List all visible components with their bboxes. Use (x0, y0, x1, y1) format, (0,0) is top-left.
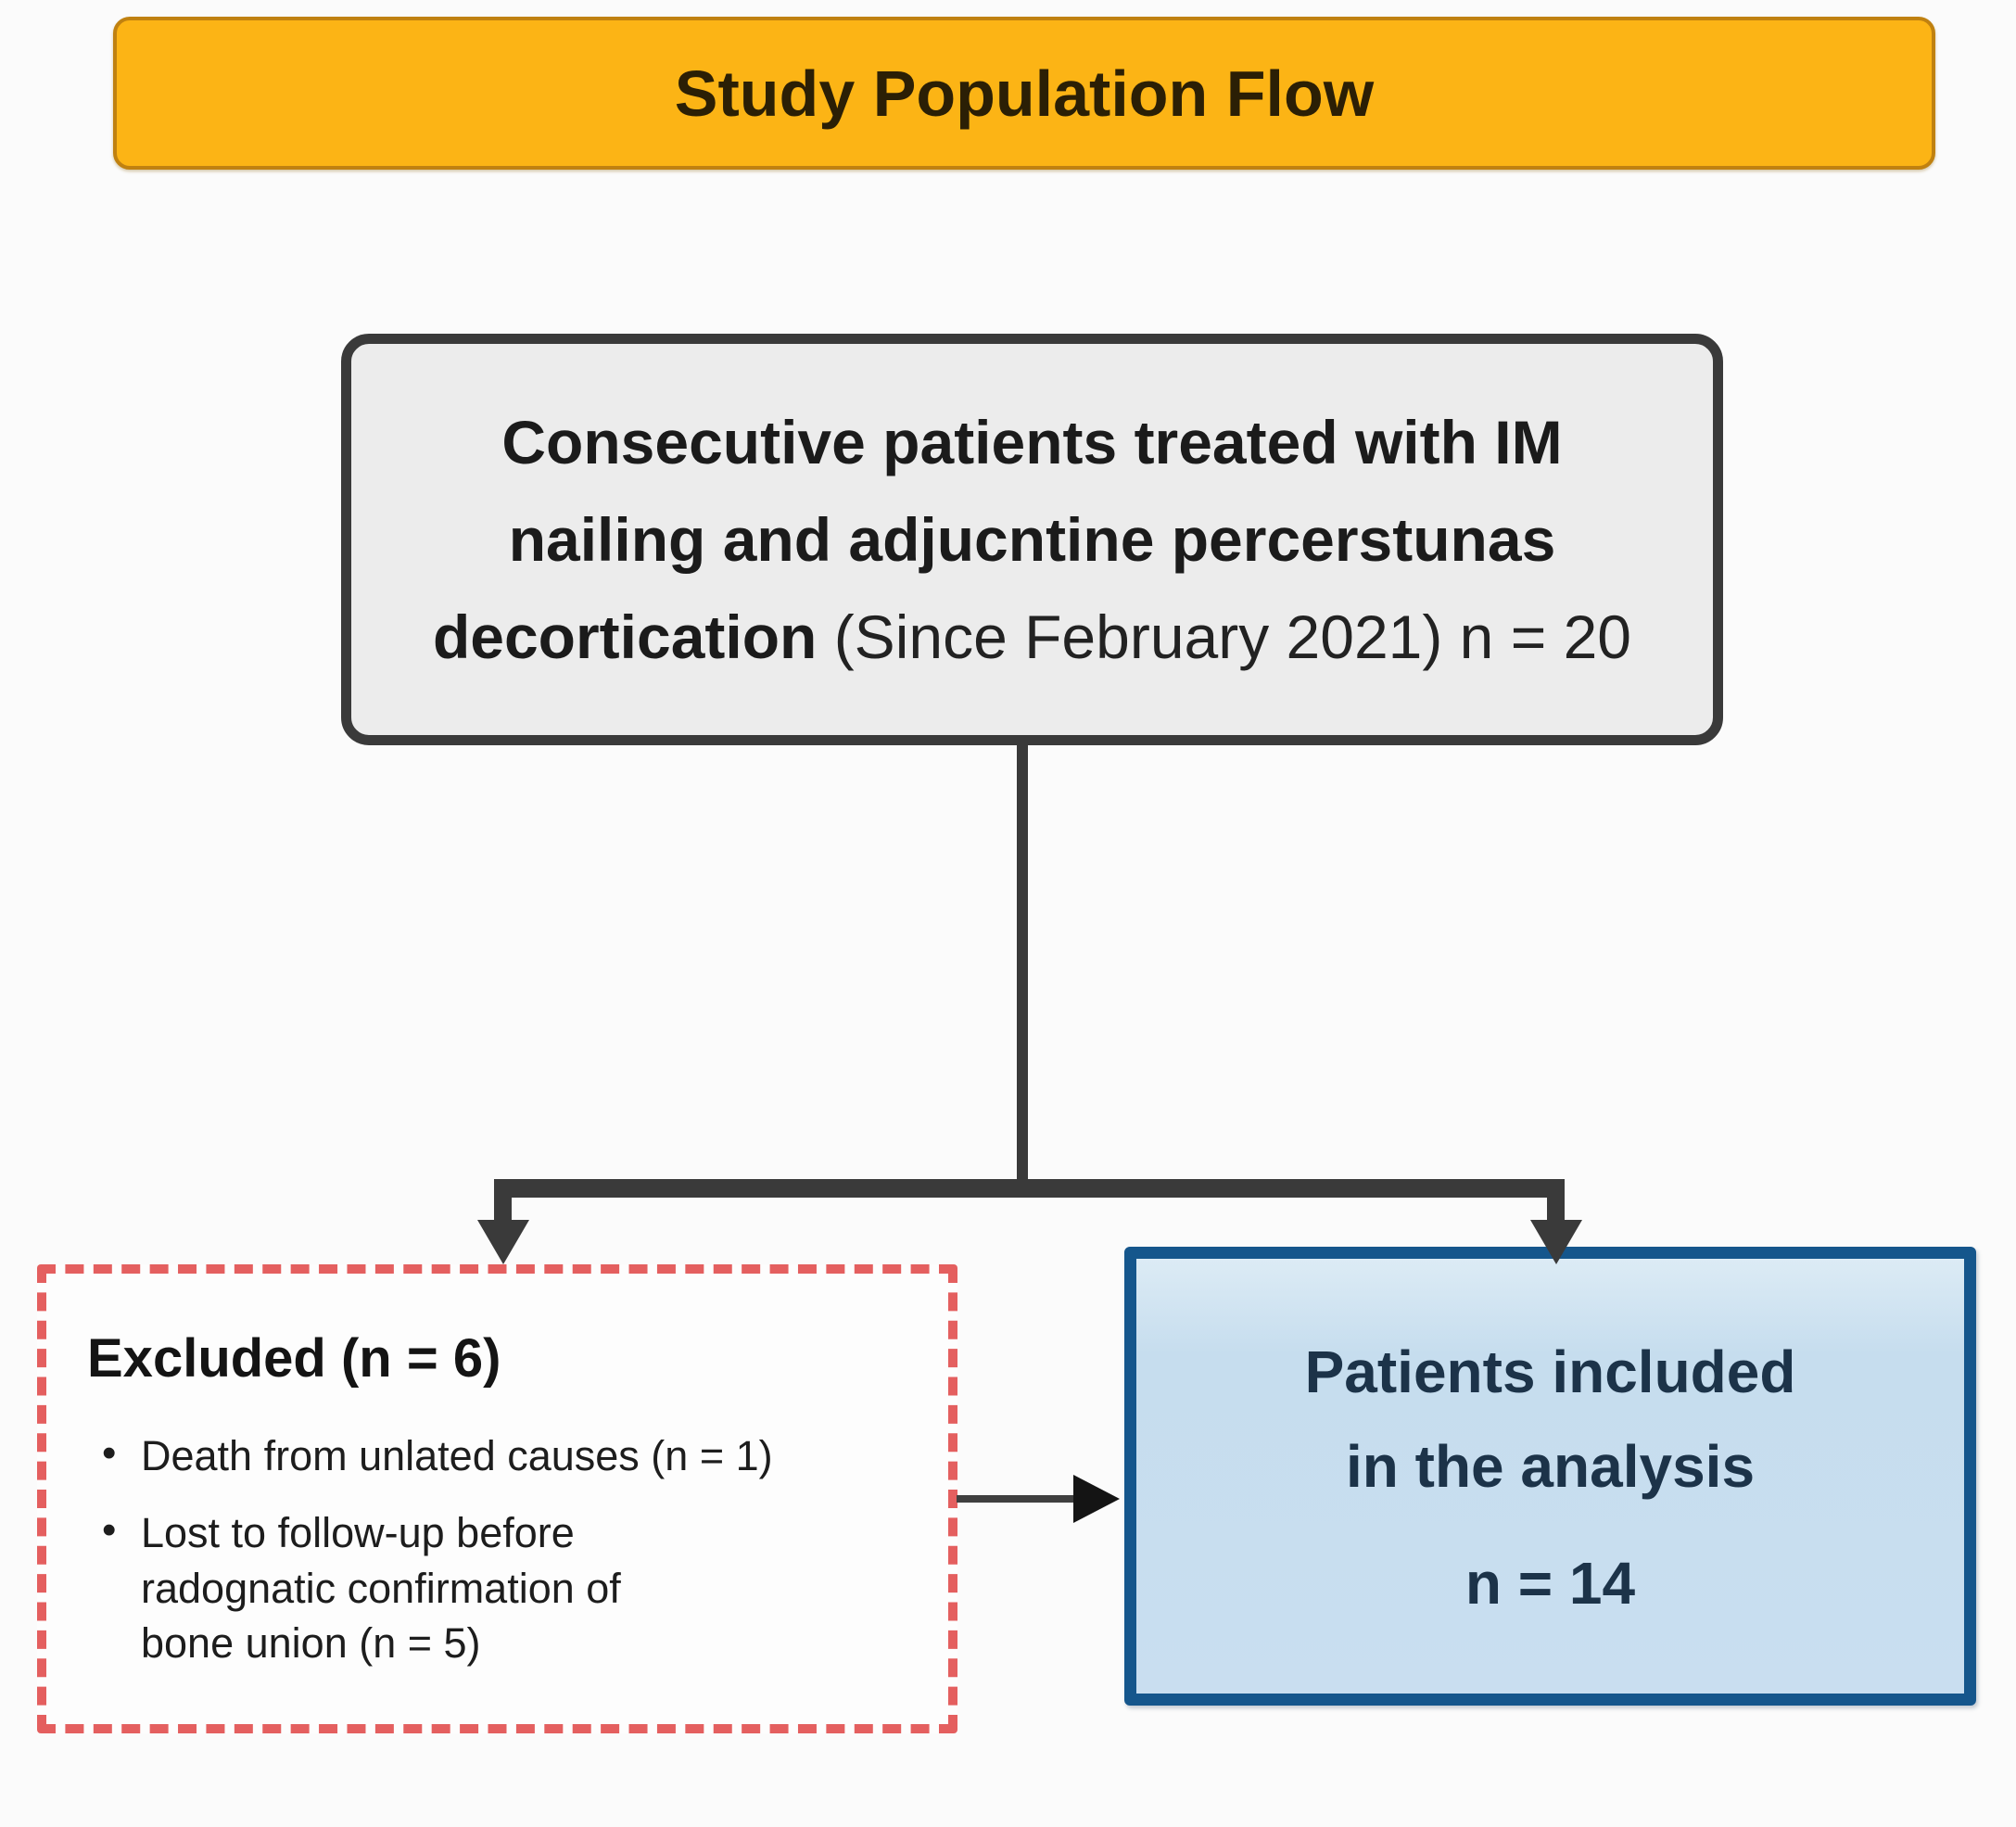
top-box-line-3-regular: (Since February 2021) n = 20 (817, 602, 1632, 671)
right-arrow-icon (1073, 1475, 1120, 1523)
connector-split-bar (494, 1179, 1565, 1198)
excluded-heading: Excluded (n = 6) (87, 1328, 501, 1389)
excluded-box: Excluded (n = 6) Death from unlated caus… (37, 1264, 957, 1733)
included-count: n = 14 (1464, 1549, 1636, 1617)
included-box: Patients included in the analysis n = 14 (1124, 1247, 1976, 1706)
top-box-line-2: nailing and adjucntine percerstunas (508, 504, 1556, 574)
consecutive-patients-box: Consecutive patients treated with IM nai… (341, 334, 1723, 745)
diagram-title: Study Population Flow (674, 57, 1375, 130)
connector-left-drop (494, 1196, 512, 1225)
excluded-bullet-list: Death from unlated causes (n = 1) Lost t… (102, 1427, 948, 1671)
connector-vertical-stem (1017, 737, 1028, 1182)
top-box-line-3: decortication (Since February 2021) n = … (433, 589, 1631, 686)
included-line-1: Patients included (1304, 1338, 1796, 1405)
excluded-to-included-arrow-line (957, 1495, 1083, 1503)
included-line-2: in the analysis (1345, 1432, 1756, 1500)
top-box-line-3-bold: decortication (432, 602, 818, 671)
excluded-bullet-2: Lost to follow-up before radognatic conf… (102, 1503, 910, 1670)
top-box-line-1: Consecutive patients treated with IM (501, 407, 1563, 476)
down-arrow-left-icon (477, 1220, 529, 1264)
excluded-bullet-1: Death from unlated causes (n = 1) (102, 1427, 910, 1483)
down-arrow-right-icon (1530, 1220, 1582, 1264)
diagram-title-banner: Study Population Flow (113, 17, 1935, 170)
connector-right-drop (1547, 1196, 1565, 1225)
